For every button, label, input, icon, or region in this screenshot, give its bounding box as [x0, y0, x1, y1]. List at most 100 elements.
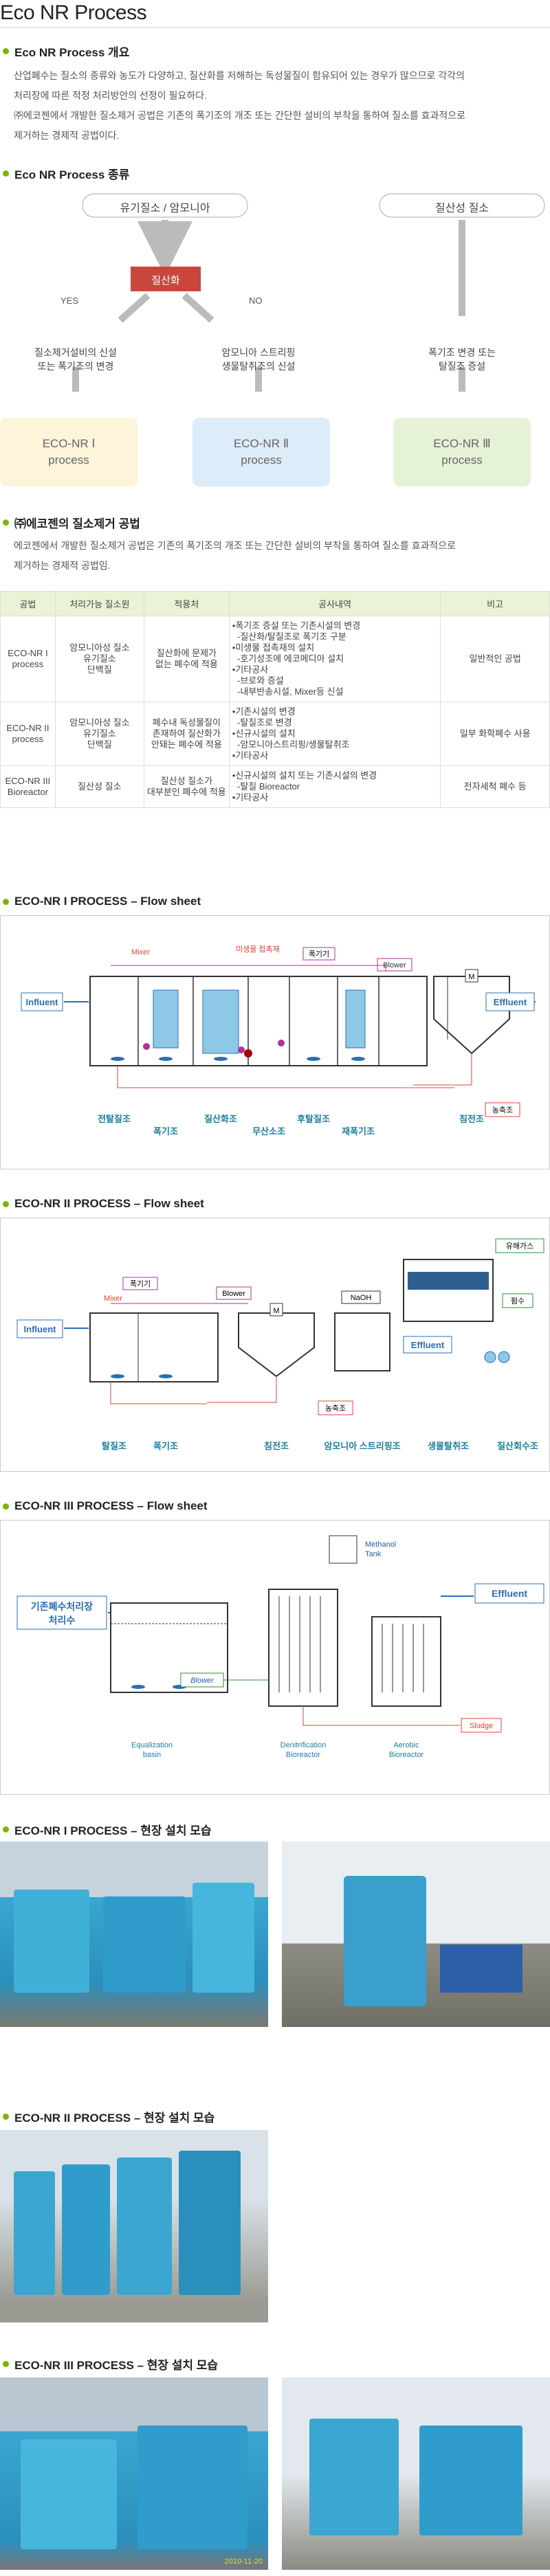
overview-text: 산업폐수는 질소의 종류와 농도가 다양하고, 질산화를 저해하는 독성물질이 …	[14, 70, 466, 141]
method-heading: ㈜에코젠의 질소제거 공법	[3, 514, 140, 531]
bullet-icon	[3, 1200, 9, 1207]
flow3-tank: Tank	[365, 1550, 382, 1558]
table-header: 공사내역	[228, 591, 441, 616]
nitrification-label: 질산화	[151, 275, 180, 287]
nitrification-node	[131, 267, 201, 291]
photo-nr1-site-2	[282, 1841, 550, 2027]
flow-stage-label: 질산화조	[204, 1114, 237, 1124]
flow3-influent-b: 처리수	[49, 1615, 76, 1626]
flow1-heading: ECO-NR I PROCESS – Flow sheet	[3, 895, 201, 908]
flow3-effluent: Effluent	[492, 1588, 527, 1599]
photo-nr2-site	[0, 2130, 268, 2322]
nitrate-nitrogen-node	[379, 193, 545, 218]
flow2-diagram: Influent M NaOH 유해가스 펌수 Effluent 폭기기 Blo…	[0, 1218, 550, 1472]
table-header: 적용처	[143, 591, 230, 616]
flow3-heading: ECO-NR III PROCESS – Flow sheet	[3, 1499, 208, 1513]
flow1-motor: M	[468, 973, 474, 981]
types-flowchart	[0, 193, 545, 486]
types-heading: Eco NR Process 종류	[3, 165, 129, 182]
flow3-diagram: 기존폐수처리장 처리수 Methanol Tank Effluent Blowe…	[0, 1520, 550, 1795]
flow2-blower: Blower	[222, 1290, 245, 1298]
table-cell: 전자세척 폐수 등	[440, 765, 550, 808]
flow3-label-aerobic: Aerobic	[393, 1741, 419, 1749]
bullet-icon	[3, 519, 9, 526]
flow-stage-label: 폭기조	[153, 1441, 178, 1451]
flow-stage-label: 폭기조	[153, 1126, 178, 1136]
flow3-blower: Blower	[190, 1677, 214, 1685]
no-label: NO	[249, 295, 263, 306]
flow-stage-label: 암모니아 스트리핑조	[324, 1441, 400, 1451]
flow2-pump: 펌수	[511, 1297, 525, 1306]
bullet-icon	[3, 898, 9, 905]
organic-nitrogen-node	[82, 193, 248, 218]
flow2-motor: M	[273, 1307, 279, 1315]
photo-nr3-site-2	[282, 2377, 550, 2570]
flow1-sludge: 농축조	[492, 1106, 513, 1115]
flow-stage-label: 재폭기조	[342, 1126, 375, 1136]
table-cell: •신규시설의 설치 또는 기존시설의 변경 -탈질 Bioreactor•기타공…	[228, 765, 441, 808]
flow-stage-label: 무산소조	[252, 1126, 285, 1136]
bullet-icon	[3, 2114, 9, 2120]
photo-date-stamp: 2010-11-20	[224, 2557, 263, 2566]
organic-nitrogen-label: 유기질소 / 암모니아	[120, 203, 210, 214]
table-cell: 일반적인 공법	[440, 616, 550, 702]
photos3-heading: ECO-NR III PROCESS – 현장 설치 모습	[3, 2355, 218, 2373]
overview-heading: Eco NR Process 개요	[3, 43, 129, 60]
method-text: 에코젠에서 개발한 질소제거 공법은 기존의 폭기조의 개조 또는 간단한 설비…	[14, 540, 456, 571]
table-cell: •폭기조 증설 또는 기존시설의 변경 -질산화/탈질조로 폭기조 구분•미생물…	[228, 616, 441, 702]
flow-stage-label: 탈질조	[102, 1441, 126, 1451]
flow-stage-label: 침전조	[264, 1441, 289, 1451]
flow1-blower: Blower	[383, 961, 406, 970]
photos1-heading: ECO-NR I PROCESS – 현장 설치 모습	[3, 1821, 212, 1838]
flow3-sludge: Sludge	[470, 1722, 493, 1730]
page-title: Eco NR Process	[0, 1, 147, 24]
flow1-influent: Influent	[26, 997, 59, 1007]
nitrate-nitrogen-label: 질산성 질소	[434, 203, 490, 214]
flow2-aerator: 폭기기	[130, 1279, 151, 1288]
photos2-heading: ECO-NR II PROCESS – 현장 설치 모습	[3, 2108, 214, 2125]
flow3-label-denitrification: Denitrification	[280, 1741, 327, 1749]
flow-stage-label: 질산회수조	[497, 1441, 538, 1451]
flow3-label-basin: basin	[143, 1751, 161, 1759]
table-cell: 질산성 질소	[54, 765, 144, 808]
bullet-icon	[3, 1503, 9, 1510]
eco-nr3-box	[393, 418, 531, 486]
flow2-heading: ECO-NR II PROCESS – Flow sheet	[3, 1197, 204, 1211]
flow3-label-bioreactor1: Bioreactor	[286, 1751, 320, 1759]
table-cell: •기존시설의 변경 -탈질조로 변경•신규시설의 설치 -암모니아스트리핑/생물…	[228, 702, 441, 766]
photo-nr3-site-1: 2010-11-20	[0, 2377, 268, 2570]
table-header: 비고	[440, 591, 550, 616]
bullet-icon	[3, 2361, 9, 2367]
flow3-influent-a: 기존폐수처리장	[31, 1601, 93, 1612]
flow1-effluent: Effluent	[494, 997, 527, 1007]
flow-stage-label: 후탈질조	[297, 1114, 330, 1124]
flow2-naoh: NaOH	[351, 1294, 372, 1302]
title-divider	[0, 27, 550, 28]
flow-stage-label: 침전조	[459, 1114, 484, 1124]
eco-nr1-box	[0, 418, 138, 486]
bullet-icon	[3, 48, 9, 54]
flow1-aerator: 폭기기	[309, 950, 329, 959]
flow1-mixer: Mixer	[131, 948, 150, 956]
flow2-effluent: Effluent	[411, 1340, 445, 1350]
flow2-mixer: Mixer	[104, 1295, 122, 1303]
table-header: 처리가능 질소원	[54, 591, 144, 616]
flow-stage-label: 생물탈취조	[428, 1441, 469, 1451]
bullet-icon	[3, 170, 9, 177]
